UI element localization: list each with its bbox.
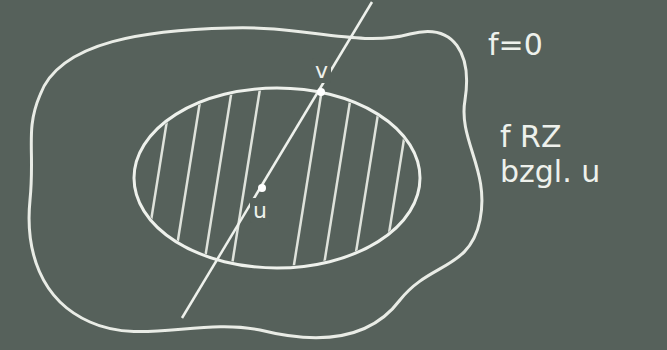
- chalk-label: f=0: [488, 28, 543, 63]
- point-u: [258, 184, 266, 192]
- chalk-label: v: [312, 58, 331, 83]
- ray-line: [182, 2, 372, 318]
- point-v: [317, 88, 325, 96]
- star-region-ellipse: [134, 88, 420, 268]
- zero-set-curve: [29, 28, 482, 338]
- chalk-label: f RZ bzgl. u: [500, 120, 628, 189]
- hatching: [140, 70, 440, 290]
- chalk-label: u: [250, 198, 270, 223]
